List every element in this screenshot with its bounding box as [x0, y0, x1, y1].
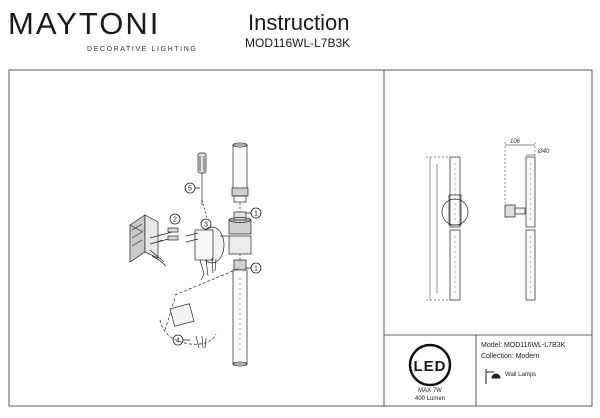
spec-collection: Collection: Modern [481, 353, 540, 360]
brand-name: MAYTONI [8, 6, 161, 41]
led-logo [408, 343, 452, 387]
step-markers [169, 182, 262, 346]
step-label: 5 [188, 186, 192, 193]
screwdriver-drawing [197, 152, 208, 219]
led-logo-text: LED [413, 358, 447, 375]
front-view-drawing [426, 156, 469, 301]
wall-lamp-icon [485, 369, 501, 384]
assembly-diagram [129, 142, 262, 367]
dimension-width-label: 106 [510, 139, 521, 145]
wall-plate-drawing [129, 214, 159, 263]
step-marker-2 [169, 213, 181, 225]
document-model: MOD116WL-L7B3K [245, 36, 351, 50]
brand-tagline: DECORATIVE LIGHTING [87, 46, 198, 53]
spec-type: Wall Lamps [505, 372, 537, 378]
dimension-diameter-label: Ø40 [537, 149, 550, 155]
document-title: Instruction [248, 10, 350, 35]
lamp-lower-tube [232, 259, 248, 367]
step-label: 3 [204, 222, 208, 229]
screws-drawing [149, 227, 179, 267]
sheet-frame [8, 69, 593, 407]
led-lumen: 400 Lumen [414, 396, 446, 402]
step-label: 1 [254, 211, 258, 218]
spec-model: Model: MOD116WL-L7B3K [481, 342, 566, 349]
canopy-drawing [185, 226, 225, 281]
wiring-detail [159, 267, 241, 349]
step-label: 1 [254, 266, 258, 273]
led-power: MAX 7W [418, 388, 442, 394]
lamp-upper-tube [220, 142, 252, 260]
side-view-drawing [504, 142, 536, 301]
step-label: 2 [173, 217, 177, 224]
step-label: 4 [176, 338, 180, 345]
step-marker-3 [200, 218, 212, 230]
brand-logo: MAYTONI DECORATIVE LIGHTING [8, 6, 196, 56]
